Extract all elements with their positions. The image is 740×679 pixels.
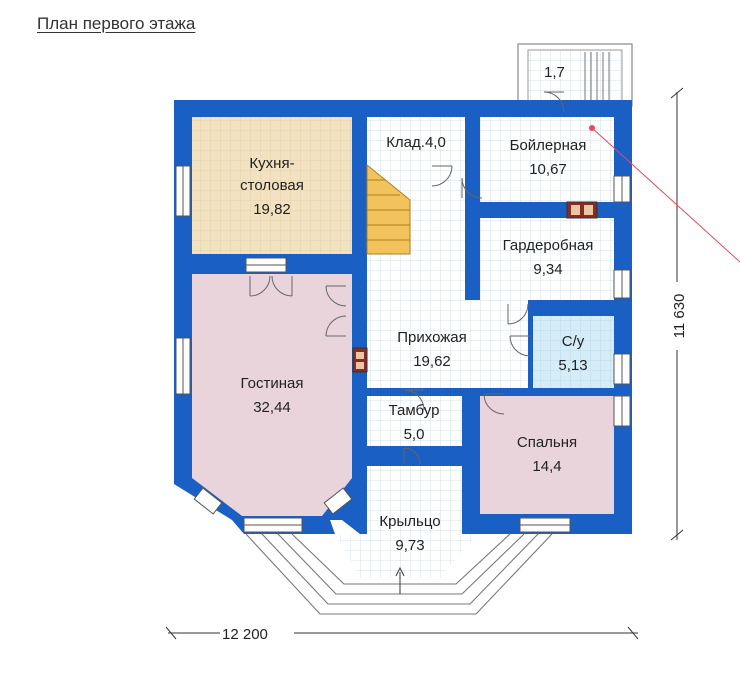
plan-title: План первого этажа bbox=[37, 14, 196, 33]
kitchen-room bbox=[192, 117, 352, 254]
wardrobe-room bbox=[480, 218, 614, 300]
interior-stair bbox=[366, 163, 411, 255]
kitchen-label-2: столовая bbox=[240, 177, 304, 194]
boiler-room bbox=[480, 117, 614, 202]
bedroom-area: 14,4 bbox=[532, 458, 561, 475]
porch-steps bbox=[245, 533, 553, 615]
boiler-port bbox=[584, 205, 593, 215]
width-dimension bbox=[165, 626, 639, 640]
depth-dimension-label: 11 630 bbox=[671, 294, 688, 339]
vestibule-area: 5,0 bbox=[404, 426, 425, 443]
porch-label: Крыльцо bbox=[379, 513, 440, 530]
vestibule-label: Тамбур bbox=[389, 402, 440, 419]
fireplace-port bbox=[356, 352, 364, 359]
porch-area bbox=[336, 466, 476, 578]
vestibule-room bbox=[367, 396, 462, 446]
external-stair: 1,7 bbox=[517, 43, 633, 107]
hall-label: Прихожая bbox=[397, 329, 467, 346]
wc-label: С/у bbox=[562, 333, 585, 350]
pantry-room bbox=[367, 117, 465, 163]
porch-area-value: 9,73 bbox=[395, 537, 424, 554]
boiler-port bbox=[571, 205, 580, 215]
kitchen-area: 19,82 bbox=[253, 201, 291, 218]
kitchen-label-1: Кухня- bbox=[249, 155, 294, 172]
stair-area-label: 1,7 bbox=[544, 64, 565, 81]
boiler-label: Бойлерная bbox=[510, 137, 587, 154]
windows bbox=[175, 165, 631, 533]
depth-dimension bbox=[670, 87, 684, 541]
wardrobe-area: 9,34 bbox=[533, 261, 562, 278]
living-area: 32,44 bbox=[253, 399, 291, 416]
fireplace-port bbox=[356, 362, 364, 369]
boiler-area: 10,67 bbox=[529, 161, 567, 178]
pantry-label: Клад.4,0 bbox=[386, 134, 446, 151]
wc-room bbox=[533, 316, 614, 388]
living-label: Гостиная bbox=[241, 375, 304, 392]
living-room bbox=[192, 274, 352, 516]
bedroom-label: Спальня bbox=[517, 434, 577, 451]
doors bbox=[249, 91, 565, 465]
annotation-pointer bbox=[589, 125, 740, 263]
width-dimension-label: 12 200 bbox=[222, 626, 268, 643]
wc-area: 5,13 bbox=[558, 357, 587, 374]
bedroom-room bbox=[480, 396, 614, 514]
wardrobe-label: Гардеробная bbox=[503, 237, 594, 254]
hall-area: 19,62 bbox=[413, 353, 451, 370]
